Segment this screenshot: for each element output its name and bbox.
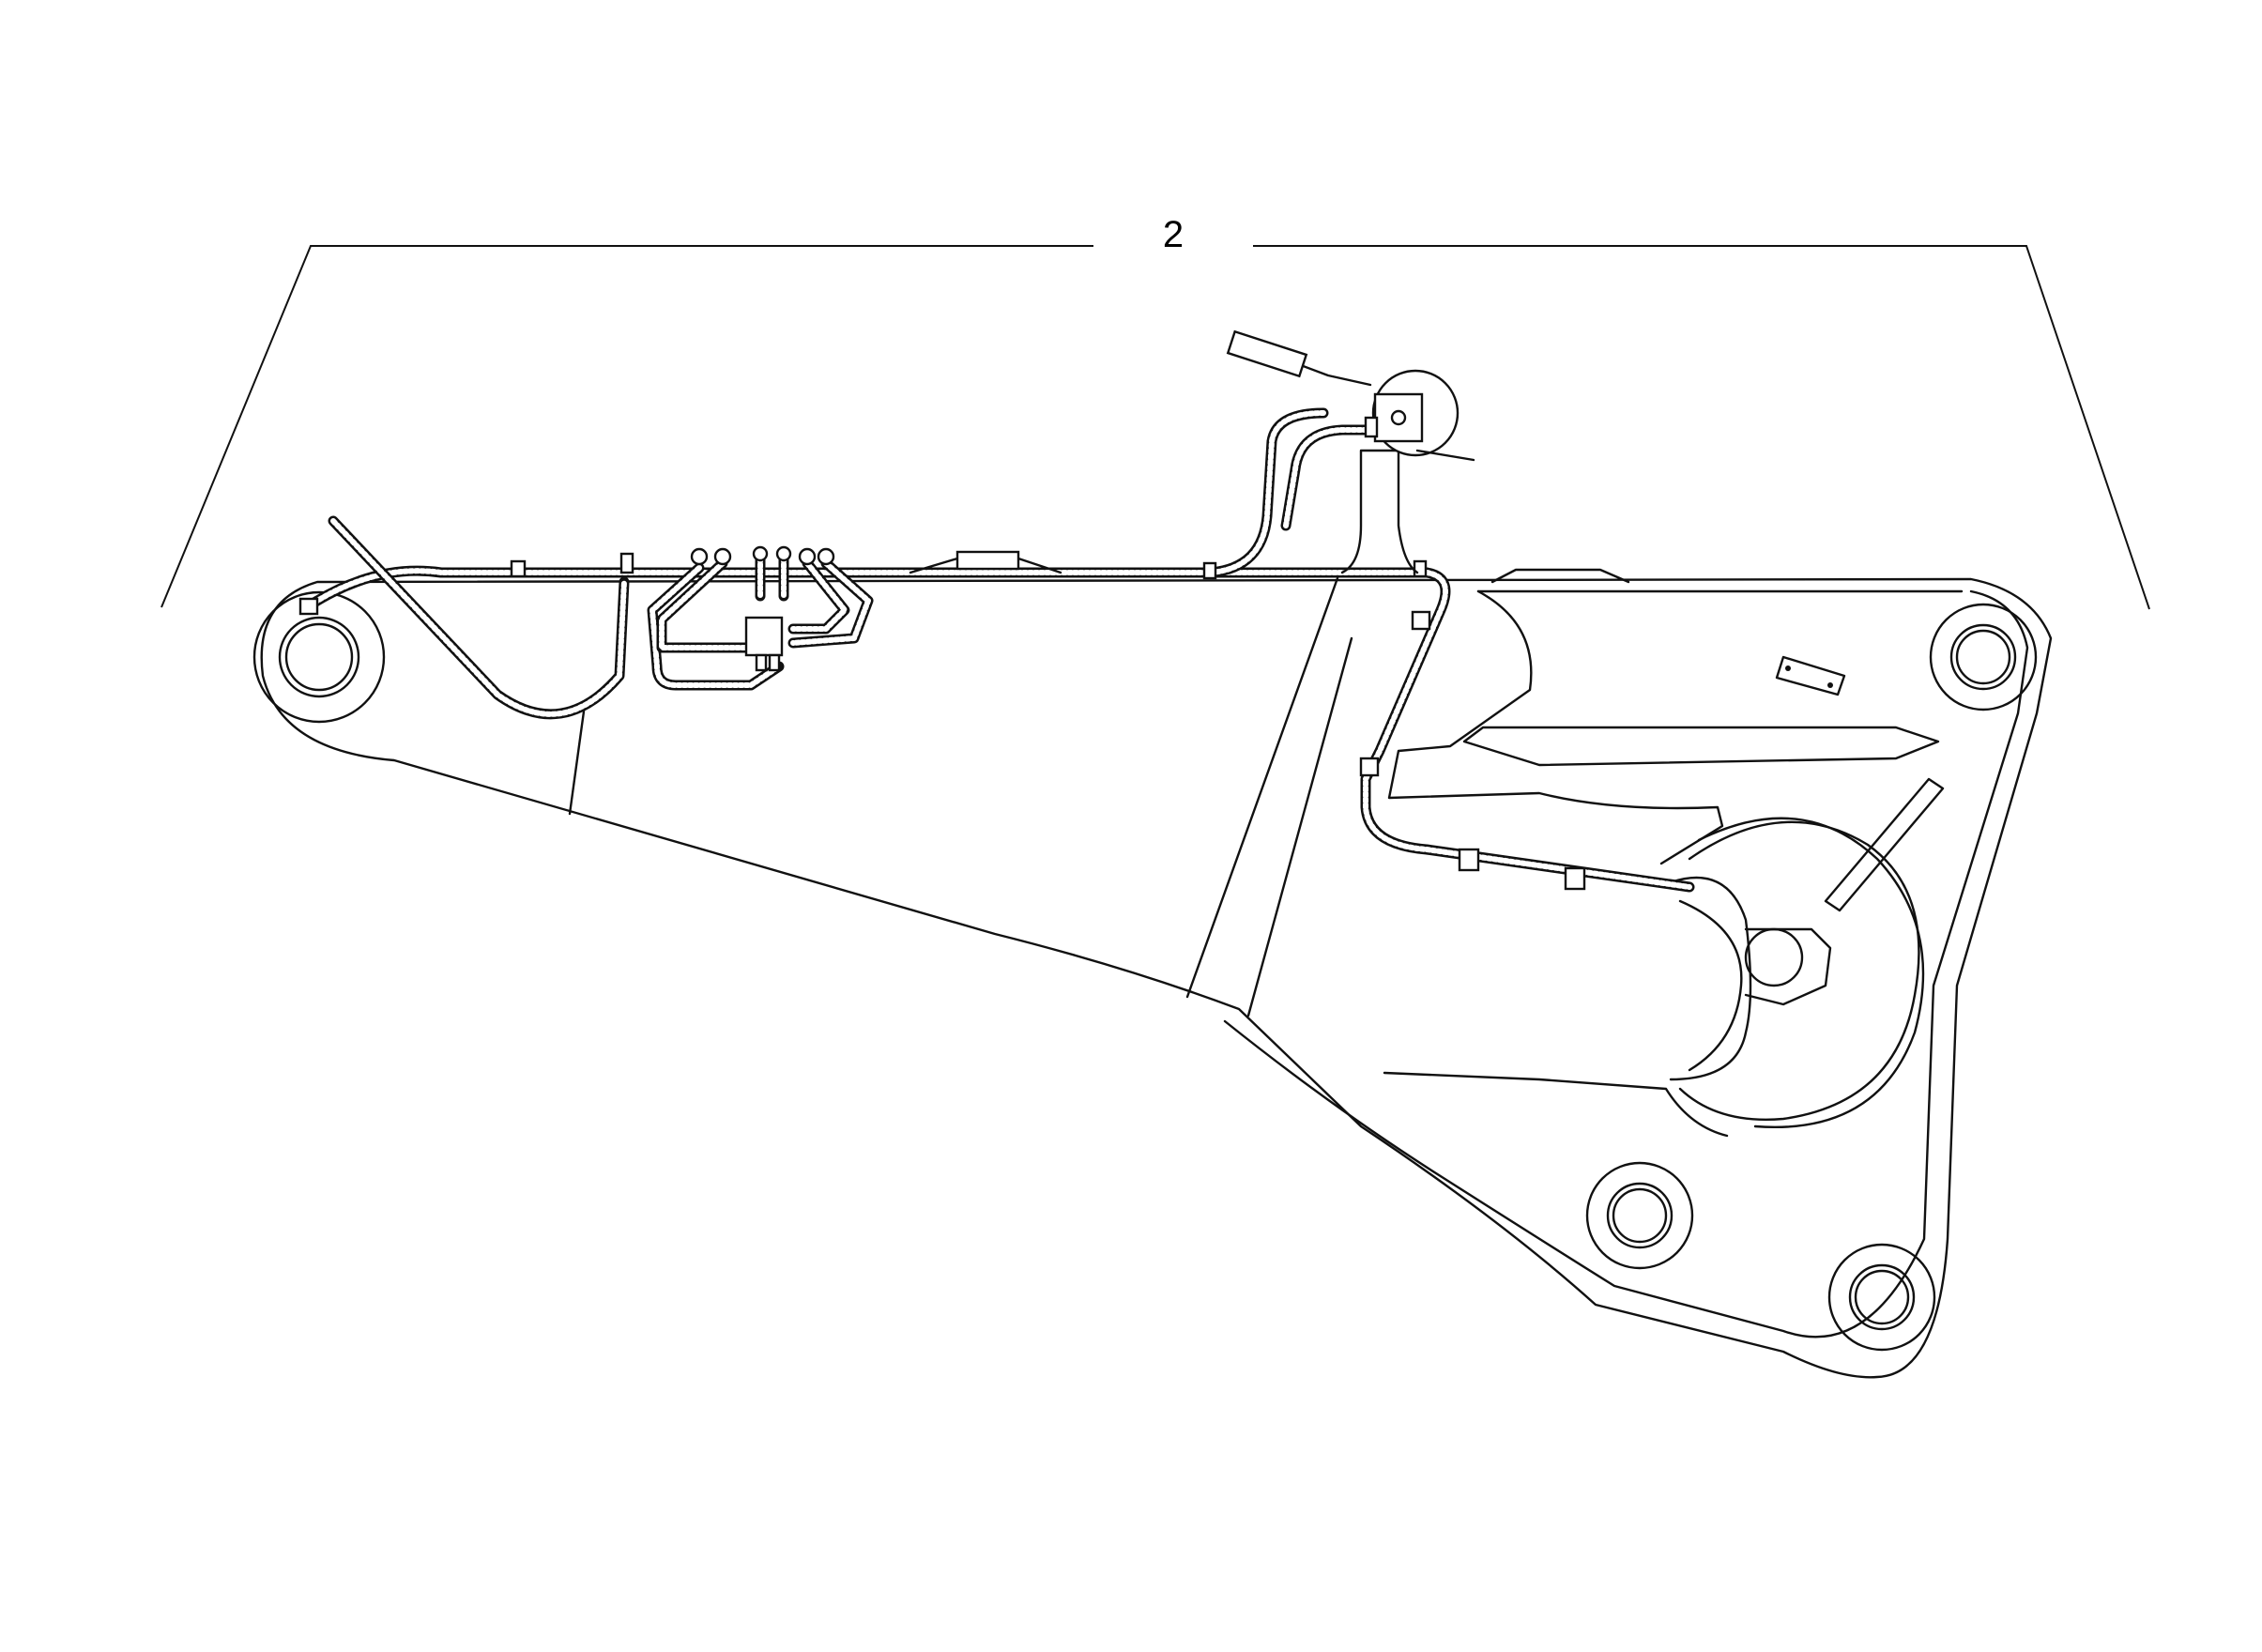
assembly-bracket (160, 245, 2150, 610)
top-cover-plates (909, 550, 1630, 584)
valve-block-icon (619, 545, 835, 672)
hose-assembly-icon (304, 407, 1695, 893)
pivot-bore-icon (1827, 1243, 1936, 1352)
pivot-bore-icon (252, 590, 386, 724)
boom-body (252, 576, 2053, 1379)
clamp-icon (298, 559, 1586, 891)
pivot-bore-icon (1585, 1161, 1694, 1270)
pivot-bore-icon (1929, 603, 2038, 711)
callout-label: 2 (1162, 214, 1184, 255)
side-plate-features (1383, 589, 1964, 1138)
quick-coupler-icon (1226, 329, 1475, 574)
